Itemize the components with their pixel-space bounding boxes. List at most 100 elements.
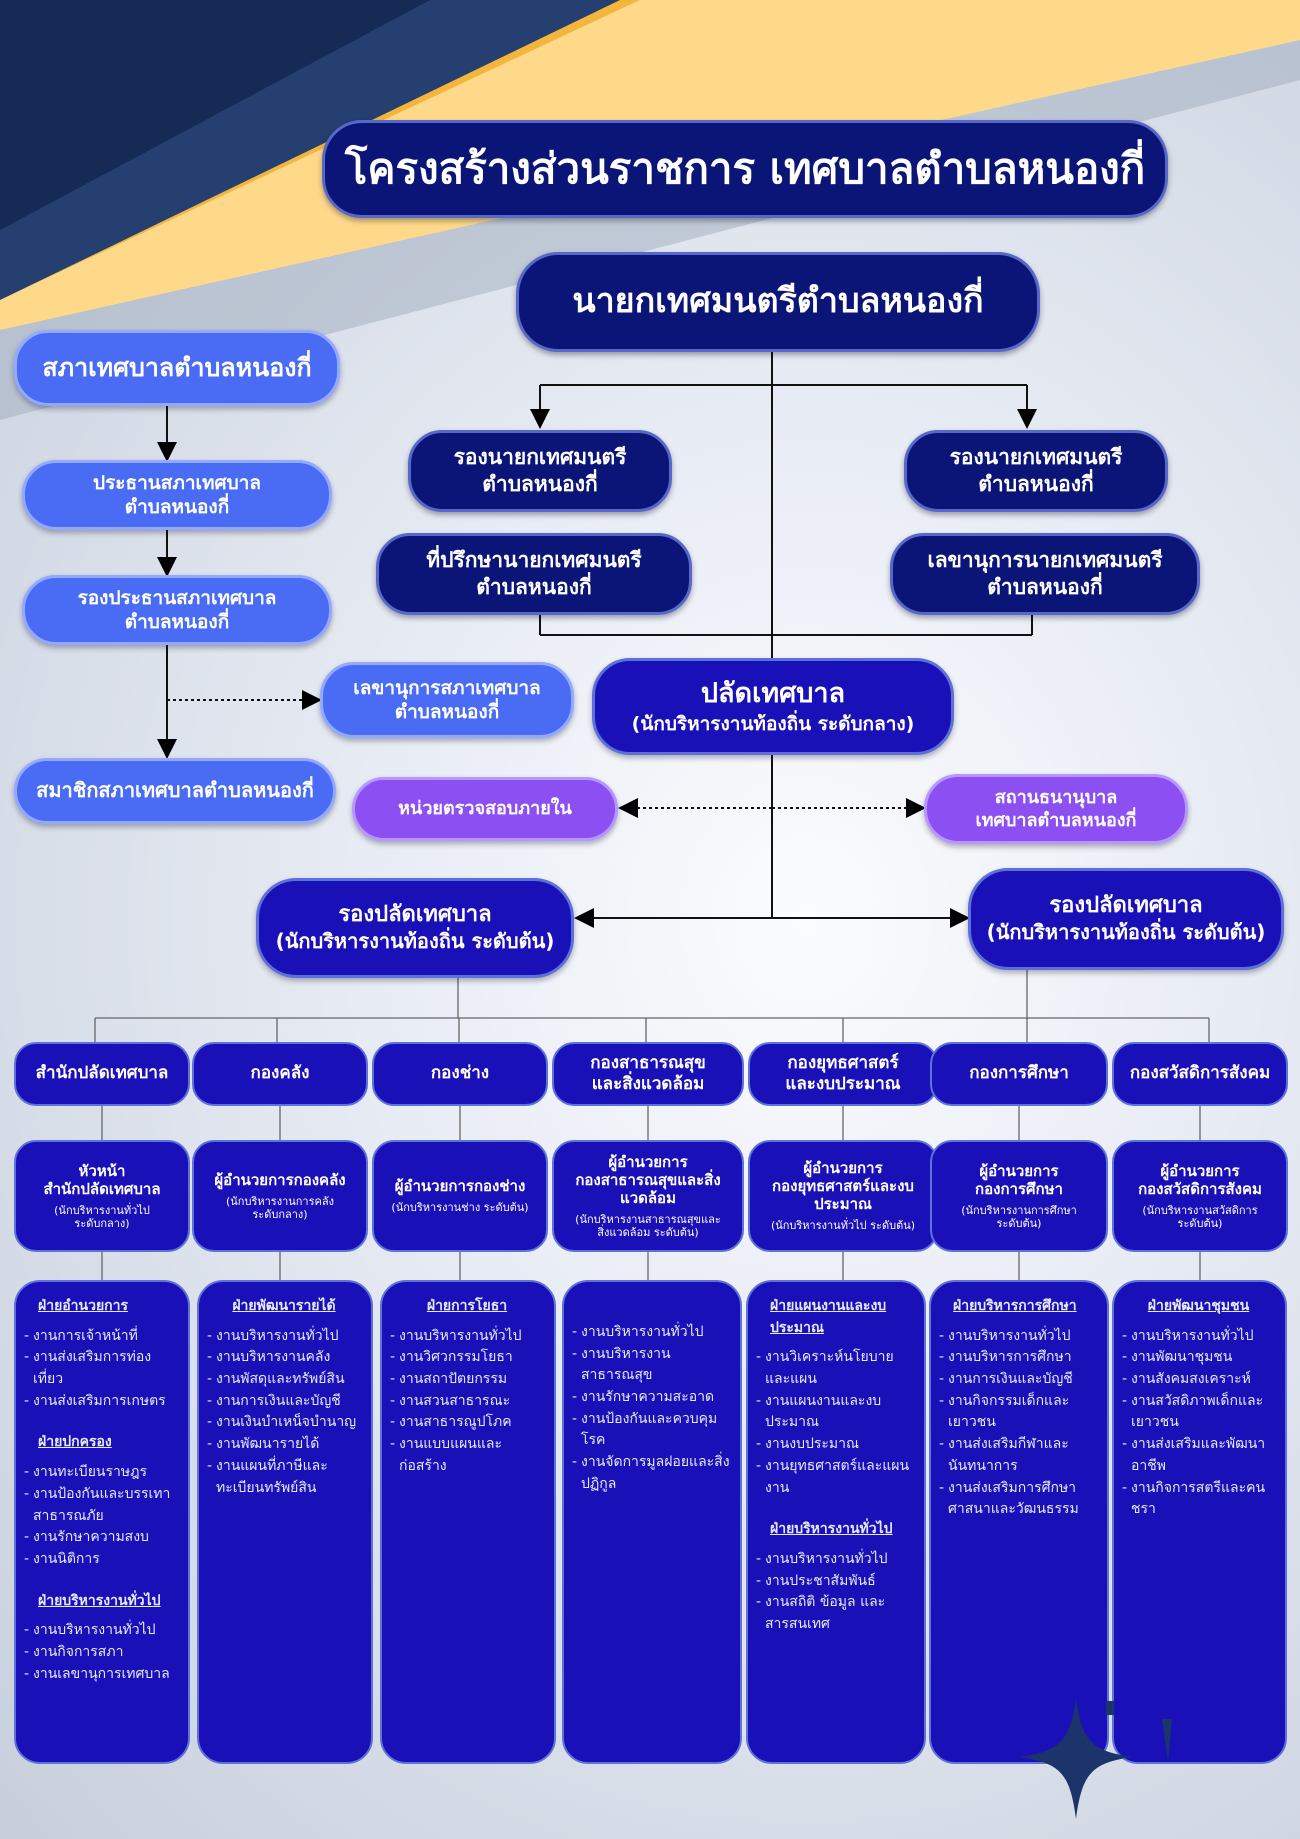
mayor-secretary-box: เลขานุการนายกเทศมนตรี ตำบลหนองกี่ bbox=[890, 533, 1200, 615]
department-head-title-line: กองยุทธศาสตร์และงบประมาณ bbox=[772, 1177, 914, 1214]
section-title: ฝ่ายพัฒนาชุมชน bbox=[1147, 1298, 1250, 1314]
department-box: กองสาธารณสุขและสิ่งแวดล้อม bbox=[552, 1042, 744, 1106]
council-vice-chair-line2: ตำบลหนองกี่ bbox=[124, 611, 230, 633]
department-name: กองยุทธศาสตร์ bbox=[787, 1052, 899, 1073]
department-head-title-line: ผู้อำนวยการกองช่าง bbox=[394, 1177, 526, 1196]
task-item: งานส่งเสริมการท่องเที่ยว bbox=[24, 1347, 178, 1390]
mayor-box: นายกเทศมนตรีตำบลหนองกี่ bbox=[516, 252, 1040, 352]
task-item: งานป้องกันและบรรเทาสาธารณภัย bbox=[24, 1484, 178, 1527]
department-head-title-line: ผู้อำนวยการ bbox=[803, 1159, 883, 1178]
department-head-box: ผู้อำนวยการกองยุทธศาสตร์และงบประมาณ (นักบ… bbox=[748, 1140, 938, 1252]
department-task-list: ฝ่ายบริหารการศึกษางานบริหารงานทั่วไปงานบ… bbox=[929, 1280, 1109, 1764]
section-task-items: งานบริหารงานทั่วไปงานบริหารการศึกษางานกา… bbox=[939, 1326, 1097, 1521]
department-head-box: ผู้อำนวยการกองช่าง (นักบริหารงานช่าง ระดั… bbox=[372, 1140, 548, 1252]
department-name: กองสวัสดิการสังคม bbox=[1129, 1063, 1271, 1084]
department-name: และสิ่งแวดล้อม bbox=[591, 1074, 705, 1094]
task-item: งานเงินบำเหน็จบำนาญ bbox=[207, 1412, 361, 1434]
department-head-level-line: (นักบริหารงานสาธารณสุขและ bbox=[575, 1212, 721, 1226]
task-item: งานพัสดุและทรัพย์สิน bbox=[207, 1369, 361, 1391]
department-head-level-line: (นักบริหารงานทั่วไป ระดับต้น) bbox=[770, 1219, 916, 1233]
council-vice-chair-line1: รองประธานสภาเทศบาล bbox=[77, 586, 277, 609]
mayor-advisor-line1: ที่ปรึกษานายกเทศมนตรี bbox=[426, 548, 642, 573]
deputy-mayor-right-line1: รองนายกเทศมนตรี bbox=[949, 445, 1123, 470]
department-head-title: ผู้อำนวยการกองสวัสดิการสังคม bbox=[1138, 1162, 1262, 1198]
department-name: กองการศึกษา bbox=[969, 1063, 1069, 1084]
municipal-clerk-label: ปลัดเทศบาล bbox=[700, 678, 846, 710]
council-secretary-box: เลขานุการสภาเทศบาล ตำบลหนองกี่ bbox=[320, 662, 574, 738]
task-item: งานสาธารณูปโภค bbox=[390, 1412, 544, 1434]
department-head-level-line: (นักบริหารงานช่าง ระดับต้น) bbox=[391, 1201, 529, 1215]
department-box: กองคลัง bbox=[192, 1042, 368, 1106]
department-task-list: ฝ่ายพัฒนาชุมชนงานบริหารงานทั่วไปงานพัฒนา… bbox=[1112, 1280, 1287, 1764]
task-item: งานกิจการสภา bbox=[24, 1642, 178, 1664]
task-item: งานการเงินและบัญชี bbox=[939, 1369, 1097, 1391]
task-item: งานสังคมสงเคราะห์ bbox=[1122, 1369, 1275, 1391]
department-head-title: ผู้อำนวยการกองคลัง bbox=[214, 1171, 345, 1189]
department-box: กองช่าง bbox=[372, 1042, 548, 1106]
task-item: งานสวนสาธารณะ bbox=[390, 1391, 544, 1413]
task-item: งานบริหารงานทั่วไป bbox=[939, 1326, 1097, 1348]
task-item: งานนิติการ bbox=[24, 1549, 178, 1571]
section-task-items: งานบริหารงานทั่วไปงานบริหารงานคลังงานพัส… bbox=[207, 1326, 361, 1500]
department-head-level-line: (นักบริหารงานสวัสดิการ bbox=[1142, 1203, 1258, 1217]
department-head-title: ผู้อำนวยการกองยุทธศาสตร์และงบประมาณ bbox=[750, 1159, 936, 1213]
task-item: งานจัดการมูลฝอยและสิ่งปฏิกูล bbox=[572, 1452, 730, 1495]
task-item: งานงบประมาณ bbox=[756, 1434, 914, 1456]
task-item: งานแผนที่ภาษีและทะเบียนทรัพย์สิน bbox=[207, 1456, 361, 1499]
task-item: งานยุทธศาสตร์และแผนงาน bbox=[756, 1456, 914, 1499]
department-head-level: (นักบริหารงานการศึกษาระดับต้น) bbox=[961, 1204, 1077, 1230]
council-label: สภาเทศบาลตำบลหนองกี่ bbox=[42, 353, 312, 382]
deputy-clerk-right-label: รองปลัดเทศบาล bbox=[1049, 893, 1203, 919]
section-title: ฝ่ายพัฒนารายได้ bbox=[232, 1298, 336, 1314]
section-title: ฝ่ายบริหารงานทั่วไป bbox=[770, 1521, 893, 1538]
task-item: งานบริหารงานทั่วไป bbox=[390, 1326, 544, 1348]
deputy-clerk-left-label: รองปลัดเทศบาล bbox=[338, 902, 492, 928]
department-head-title-line: กองสวัสดิการสังคม bbox=[1138, 1179, 1262, 1198]
council-vice-chair-box: รองประธานสภาเทศบาล ตำบลหนองกี่ bbox=[22, 575, 332, 645]
section-task-items: งานบริหารงานทั่วไปงานบริหารงานสาธารณสุขง… bbox=[572, 1322, 730, 1496]
task-item: งานส่งเสริมและพัฒนาอาชีพ bbox=[1122, 1434, 1275, 1477]
page-title: โครงสร้างส่วนราชการ เทศบาลตำบลหนองกี่ bbox=[322, 120, 1168, 218]
task-item: งานแผนงานและงบประมาณ bbox=[756, 1391, 914, 1434]
department-task-list: ฝ่ายการโยธางานบริหารงานทั่วไปงานวิศวกรรม… bbox=[380, 1280, 556, 1764]
department-head-level-line: ระดับกลาง) bbox=[74, 1217, 130, 1230]
deputy-clerk-right: รองปลัดเทศบาล (นักบริหารงานท้องถิ่น ระดั… bbox=[968, 868, 1284, 970]
department-head-level: (นักบริหารงานสาธารณสุขและสิ่งแวดล้อม ระด… bbox=[575, 1213, 721, 1239]
task-item: งานรักษาความสงบ bbox=[24, 1527, 178, 1549]
section-title: ฝ่ายอำนวยการ bbox=[38, 1298, 129, 1314]
department-head-level: (นักบริหารงานทั่วไป ระดับต้น) bbox=[771, 1219, 915, 1232]
department-head-level-line: สิ่งแวดล้อม ระดับต้น) bbox=[597, 1226, 699, 1239]
sparkle-icon bbox=[1020, 1699, 1172, 1819]
section-task-items: งานบริหารงานทั่วไปงานพัฒนาชุมชนงานสังคมส… bbox=[1122, 1326, 1275, 1521]
council-chair-line1: ประธานสภาเทศบาล bbox=[93, 471, 261, 494]
page-title-text: โครงสร้างส่วนราชการ เทศบาลตำบลหนองกี่ bbox=[344, 144, 1146, 194]
task-item: งานบริหารงานทั่วไป bbox=[24, 1620, 178, 1642]
council-box: สภาเทศบาลตำบลหนองกี่ bbox=[14, 330, 340, 406]
department-head-title-line: สำนักปลัดเทศบาล bbox=[43, 1179, 161, 1198]
department-head-level: (นักบริหารงานสวัสดิการระดับต้น) bbox=[1142, 1204, 1257, 1230]
department-box: กองสวัสดิการสังคม bbox=[1112, 1042, 1288, 1106]
deputy-clerk-left: รองปลัดเทศบาล (นักบริหารงานท้องถิ่น ระดั… bbox=[256, 878, 574, 978]
department-head-title: หัวหน้าสำนักปลัดเทศบาล bbox=[43, 1162, 160, 1198]
task-item: งานบริหารการศึกษา bbox=[939, 1347, 1097, 1369]
deputy-clerk-right-sub: (นักบริหารงานท้องถิ่น ระดับต้น) bbox=[986, 920, 1266, 945]
task-item: งานบริหารงานทั่วไป bbox=[1122, 1326, 1275, 1348]
mayor-label: นายกเทศมนตรีตำบลหนองกี่ bbox=[572, 281, 984, 322]
section-task-items: งานบริหารงานทั่วไปงานประชาสัมพันธ์งานสถิ… bbox=[756, 1549, 914, 1636]
municipal-clerk-sub: (นักบริหารงานท้องถิ่น ระดับกลาง) bbox=[631, 712, 915, 735]
task-item: งานประชาสัมพันธ์ bbox=[756, 1571, 914, 1593]
task-item: งานกิจการสตรีและคนชรา bbox=[1122, 1478, 1275, 1521]
department-head-title-line: ผู้อำนวยการ bbox=[1160, 1161, 1240, 1180]
department-head-level-line: (นักบริหารงานการคลัง bbox=[226, 1194, 334, 1208]
deputy-mayor-left-line2: ตำบลหนองกี่ bbox=[482, 472, 598, 496]
section-task-items: งานบริหารงานทั่วไปงานวิศวกรรมโยธางานสถาป… bbox=[390, 1326, 544, 1478]
department-head-title-line: ผู้อำนวยการกองคลัง bbox=[214, 1170, 346, 1189]
internal-audit-label: หน่วยตรวจสอบภายใน bbox=[398, 798, 572, 820]
internal-audit-box: หน่วยตรวจสอบภายใน bbox=[352, 777, 618, 841]
task-item: งานส่งเสริมการศึกษา ศาสนาและวัฒนธรรม bbox=[939, 1478, 1097, 1521]
task-item: งานส่งเสริมการเกษตร bbox=[24, 1391, 178, 1413]
task-item: งานรักษาความสะอาด bbox=[572, 1387, 730, 1409]
council-secretary-line1: เลขานุการสภาเทศบาล bbox=[353, 676, 541, 699]
department-head-level-line: (นักบริหารงานทั่วไป bbox=[54, 1203, 150, 1217]
mayor-advisor-line2: ตำบลหนองกี่ bbox=[476, 575, 592, 599]
